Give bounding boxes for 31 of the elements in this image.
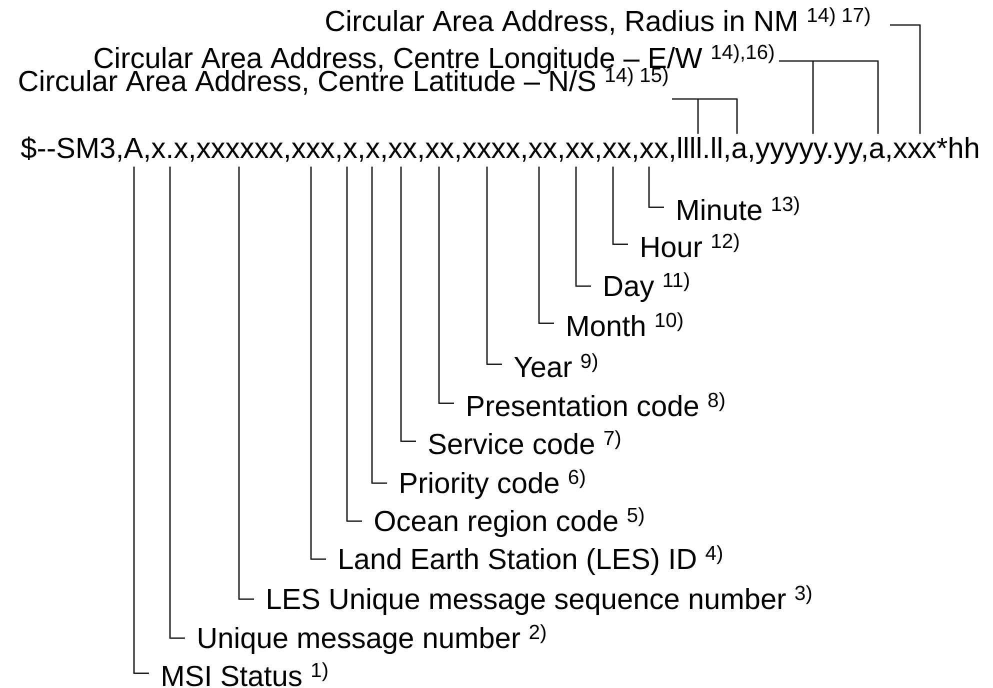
leader-line	[346, 166, 362, 522]
field-label: Minute $^{13)}$	[678, 196, 799, 220]
field-label: Hour $^{12)}$	[642, 233, 739, 258]
field-label: Month $^{10)}$	[568, 312, 682, 336]
format-string: $--SM3,A,x.x,xxxxxx,xxx,x,x,xx,xx,xxxx,xx,xx,xx,xx,llll.ll,a,yyyyy.yy,a,xxx*hh	[20, 136, 978, 164]
leader-line	[310, 166, 326, 560]
leader-line	[238, 166, 254, 600]
field-label: Land Earth Station (LES) ID $^{4)}$	[340, 545, 722, 576]
leader-line	[371, 166, 387, 484]
field-label: Year $^{9)}$	[514, 353, 598, 378]
leader-line	[169, 166, 185, 639]
leader-line	[538, 166, 554, 324]
leader-line	[575, 166, 591, 287]
leader-line	[648, 166, 664, 208]
leader-line	[400, 166, 416, 442]
leader-line	[890, 24, 921, 134]
field-label: Priority code $^{6)}$	[401, 469, 585, 500]
field-label: Ocean region code $^{5)}$	[375, 507, 644, 538]
field-label: Unique message number $^{2)}$	[198, 624, 546, 654]
field-label: LES Unique message sequence number $^{3)}$	[268, 585, 812, 616]
leader-line	[778, 60, 879, 135]
field-label: Presentation code $^{8)}$	[468, 392, 724, 416]
field-label: Day $^{11)}$	[605, 272, 689, 302]
field-label: Service code $^{7)}$	[428, 430, 620, 454]
leader-line	[438, 166, 454, 404]
field-label: Circular Area Address, Radius in NM $^{14) 17)}$	[326, 7, 870, 35]
leader-line	[671, 98, 738, 135]
field-label: MSI Status $^{1)}$	[163, 662, 328, 686]
leader-line	[486, 166, 502, 365]
leader-line	[612, 166, 628, 245]
leader-line	[133, 166, 149, 674]
